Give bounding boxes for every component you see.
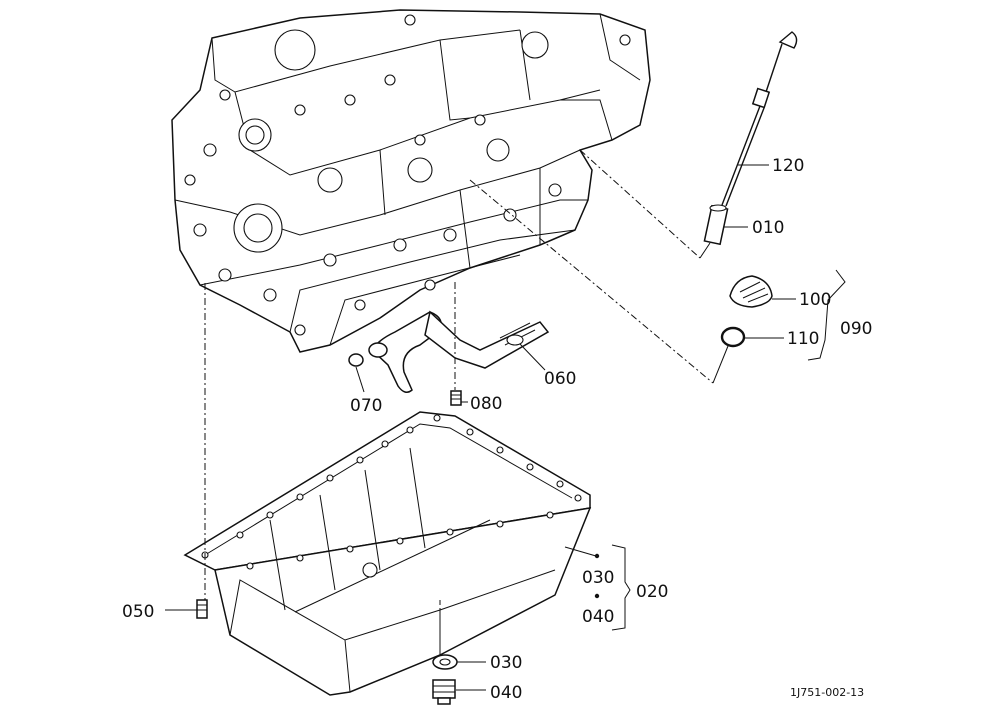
- dipstick-guide: [703, 204, 729, 246]
- bracket-090: [807, 269, 846, 361]
- callout-050: 050: [122, 602, 154, 622]
- callout-060: 060: [544, 369, 576, 389]
- o-ring-110: [720, 326, 746, 348]
- callout-030-kit: 030: [582, 568, 614, 588]
- drawing-number: 1J751-002-13: [790, 686, 864, 699]
- bracket-020: [611, 544, 631, 631]
- callout-040-kit: 040: [582, 607, 614, 627]
- o-ring-070: [348, 353, 364, 367]
- kit-dot-030: [594, 553, 600, 559]
- callout-010: 010: [752, 218, 784, 238]
- callout-120: 120: [772, 156, 804, 176]
- callout-030: 030: [490, 653, 522, 673]
- dipstick: [721, 31, 798, 207]
- callout-090: 090: [840, 319, 872, 339]
- drain-plug-040: [432, 679, 456, 705]
- callout-110: 110: [787, 329, 819, 349]
- leader-lines: [165, 149, 796, 691]
- oil-pan: [183, 411, 592, 696]
- callout-100: 100: [799, 290, 831, 310]
- callout-070: 070: [350, 396, 382, 416]
- callout-080: 080: [470, 394, 502, 414]
- oil-strainer: [368, 310, 550, 393]
- bolt-050: [196, 599, 208, 619]
- callout-020: 020: [636, 582, 668, 602]
- engine-block: [171, 9, 651, 353]
- bolt-080: [450, 390, 462, 406]
- oil-filler-cap: [729, 275, 773, 308]
- kit-dot-040: [594, 593, 600, 599]
- callout-040: 040: [490, 683, 522, 703]
